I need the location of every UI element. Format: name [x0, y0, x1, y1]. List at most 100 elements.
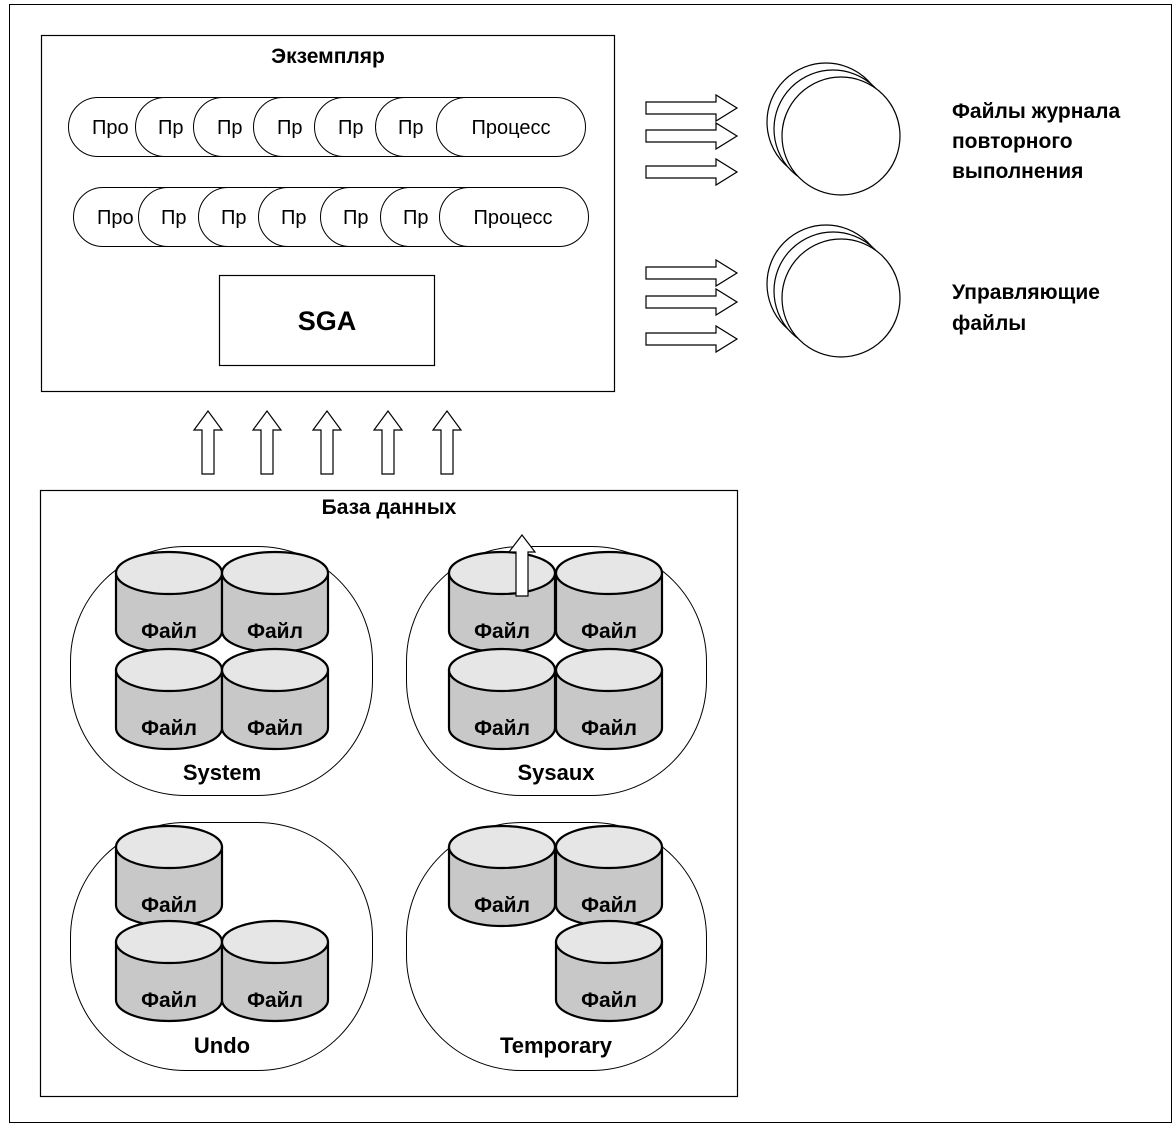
datafile-cylinder: Файл: [114, 647, 224, 751]
cylinder-top: [114, 647, 224, 693]
cylinder-top: [447, 550, 557, 596]
right-arrow-icon: [645, 93, 739, 123]
cylinder-body: [114, 668, 224, 751]
datafile-label: Файл: [581, 894, 637, 917]
datafile-label: Файл: [141, 620, 197, 643]
control-file-disks: [766, 224, 901, 358]
process-label: Про: [97, 207, 134, 229]
datafile-label: Файл: [247, 989, 303, 1012]
process-row-2: Про Пр Пр Пр Пр Пр Процесс: [73, 187, 589, 247]
up-arrow-icon: [372, 409, 404, 475]
control-label-line: файлы: [952, 312, 1026, 335]
process-label: Пр: [161, 207, 187, 229]
process-pill: Процесс: [439, 187, 589, 247]
datafile-cylinder: Файл: [220, 919, 330, 1023]
right-arrow-icon: [645, 121, 739, 151]
up-arrow-icon: [192, 409, 224, 475]
up-arrow-icon: [507, 534, 537, 597]
datafile-label: Файл: [141, 717, 197, 740]
process-label: Пр: [403, 207, 429, 229]
cylinder-top: [220, 550, 330, 596]
cylinder-top: [114, 919, 224, 965]
process-label: Процесс: [474, 207, 553, 229]
disk-icon: [781, 238, 901, 358]
tablespace-name: Sysaux: [517, 760, 595, 785]
disk-icon: [781, 76, 901, 196]
right-arrow-icon: [645, 324, 739, 354]
datafile-label: Файл: [581, 989, 637, 1012]
cylinder-body: [554, 668, 664, 751]
cylinder-top: [554, 550, 664, 596]
datafile-label: Файл: [247, 717, 303, 740]
process-label: Пр: [343, 207, 369, 229]
db-to-instance-arrows: [192, 409, 463, 475]
datafile-cylinder: Файл: [554, 824, 664, 928]
datafile-cylinder: Файл: [447, 647, 557, 751]
redo-label-line: Файлы журнала: [952, 100, 1120, 123]
datafile-cylinder: Файл: [554, 550, 664, 654]
cylinder-top: [220, 919, 330, 965]
cylinder-top: [554, 647, 664, 693]
datafile-label: Файл: [247, 620, 303, 643]
process-label: Пр: [221, 207, 247, 229]
datafile-label: Файл: [141, 989, 197, 1012]
process-label: Пр: [277, 117, 303, 139]
datafile-label: Файл: [474, 620, 530, 643]
up-arrow-icon: [431, 409, 463, 475]
tablespace-name: System: [183, 760, 261, 785]
cylinder-top: [114, 550, 224, 596]
right-arrow-icon: [645, 157, 739, 187]
process-label: Пр: [338, 117, 364, 139]
process-label: Про: [92, 117, 129, 139]
up-arrow-icon: [311, 409, 343, 475]
sysaux-arrow-layer: [507, 534, 537, 597]
cylinder-top: [447, 647, 557, 693]
right-arrow-icon: [645, 287, 739, 317]
datafile-label: Файл: [581, 620, 637, 643]
datafile-label: Файл: [474, 717, 530, 740]
process-label: Пр: [217, 117, 243, 139]
control-label-line: Управляющие: [952, 281, 1100, 304]
datafile-cylinder: Файл: [554, 919, 664, 1023]
cylinder-top: [114, 824, 224, 870]
redo-log-disks: [766, 62, 901, 196]
process-pill: Процесс: [436, 97, 586, 157]
instance-title: Экземпляр: [271, 45, 385, 68]
tablespace-name: Undo: [194, 1033, 250, 1058]
cylinder-top: [554, 824, 664, 870]
right-arrow-icon: [645, 258, 739, 288]
process-label: Пр: [398, 117, 424, 139]
tablespace-name: Temporary: [500, 1033, 613, 1058]
cylinder-body: [220, 668, 330, 751]
sga-box: SGA: [218, 274, 436, 367]
control-file-label: Управляющие файлы: [952, 281, 1100, 335]
process-row-1: Про Пр Пр Пр Пр Пр Процесс: [68, 97, 586, 157]
outer-frame: [9, 4, 1172, 1123]
sga-label: SGA: [298, 306, 357, 336]
redo-log-label: Файлы журнала повторного выполнения: [952, 100, 1120, 183]
cylinder-body: [447, 845, 557, 928]
cylinder-body: [447, 668, 557, 751]
datafile-cylinder: Файл: [554, 647, 664, 751]
cylinder-top: [220, 647, 330, 693]
datafile-label: Файл: [581, 717, 637, 740]
control-arrows: [645, 258, 739, 354]
cylinder-top: [554, 919, 664, 965]
datafile-cylinder: Файл: [447, 824, 557, 928]
cylinder-top: [447, 824, 557, 870]
datafile-label: Файл: [474, 894, 530, 917]
process-label: Процесс: [472, 117, 551, 139]
cylinder-body: [114, 940, 224, 1023]
redo-arrows: [645, 93, 739, 187]
cylinder-body: [554, 940, 664, 1023]
datafile-cylinder: Файл: [220, 647, 330, 751]
datafile-cylinder: Файл: [114, 550, 224, 654]
datafile-cylinder: Файл: [220, 550, 330, 654]
datafile-label: Файл: [141, 894, 197, 917]
redo-label-line: повторного: [952, 130, 1073, 153]
up-arrow-icon: [251, 409, 283, 475]
process-label: Пр: [281, 207, 307, 229]
